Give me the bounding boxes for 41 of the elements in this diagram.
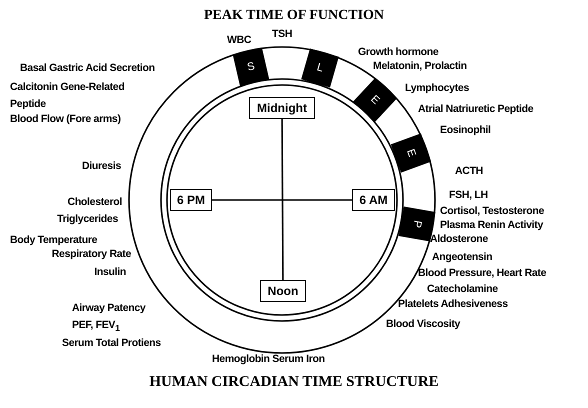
function-label: Blood Pressure, Heart Rate xyxy=(418,267,546,280)
function-label: Serum Total Protiens xyxy=(62,337,161,350)
function-label: Calcitonin Gene-Related Peptide xyxy=(10,80,126,112)
peak-marker: L xyxy=(300,48,339,88)
diagram-caption: HUMAN CIRCADIAN TIME STRUCTURE xyxy=(149,374,439,391)
time-box: Midnight xyxy=(249,97,315,119)
peak-marker: E xyxy=(354,78,398,122)
function-label: Body Temperature xyxy=(10,234,98,247)
function-label: Basal Gastric Acid Secretion xyxy=(20,62,155,75)
diagram-title: PEAK TIME OF FUNCTION xyxy=(204,8,384,24)
function-label: Lymphocytes xyxy=(405,82,469,95)
function-label: TSH xyxy=(272,28,292,41)
connector-line xyxy=(212,199,352,201)
function-label: Angeotensin xyxy=(432,251,492,264)
function-label: Atrial Natriuretic Peptide xyxy=(418,103,534,116)
function-label: Triglycerides xyxy=(57,213,118,226)
time-box: Noon xyxy=(260,280,306,302)
function-label: ACTH xyxy=(455,165,483,178)
peak-marker: E xyxy=(390,134,431,173)
time-box: 6 AM xyxy=(352,189,395,211)
function-label: Platelets Adhesiveness xyxy=(398,298,508,311)
peak-marker: S xyxy=(232,48,270,86)
function-label: FSH, LH xyxy=(449,189,488,202)
function-label: Blood Flow (Fore arms) xyxy=(10,113,121,126)
function-label: Airway Patency xyxy=(72,302,146,315)
function-label: Melatonin, Prolactin xyxy=(373,60,467,73)
function-label: Respiratory Rate xyxy=(52,248,131,261)
function-label: Blood Viscosity xyxy=(386,318,460,331)
function-label: Hemoglobin Serum Iron xyxy=(212,353,325,366)
connector-line xyxy=(281,119,284,280)
function-label: Insulin xyxy=(94,266,126,279)
function-label: Cholesterol xyxy=(68,196,122,209)
function-label: PEF, FEV$_{1}$ xyxy=(72,319,120,336)
function-label: Cortisol, Testosterone xyxy=(440,205,544,218)
time-box: 6 PM xyxy=(170,189,212,211)
function-label: Catecholamine xyxy=(427,283,498,296)
function-label: WBC xyxy=(227,34,252,47)
function-label: Diuresis xyxy=(82,160,121,173)
function-label: Plasma Renin Activity xyxy=(440,219,544,232)
function-label: Eosinophil xyxy=(440,124,491,137)
function-label: Growth hormone xyxy=(358,46,438,59)
